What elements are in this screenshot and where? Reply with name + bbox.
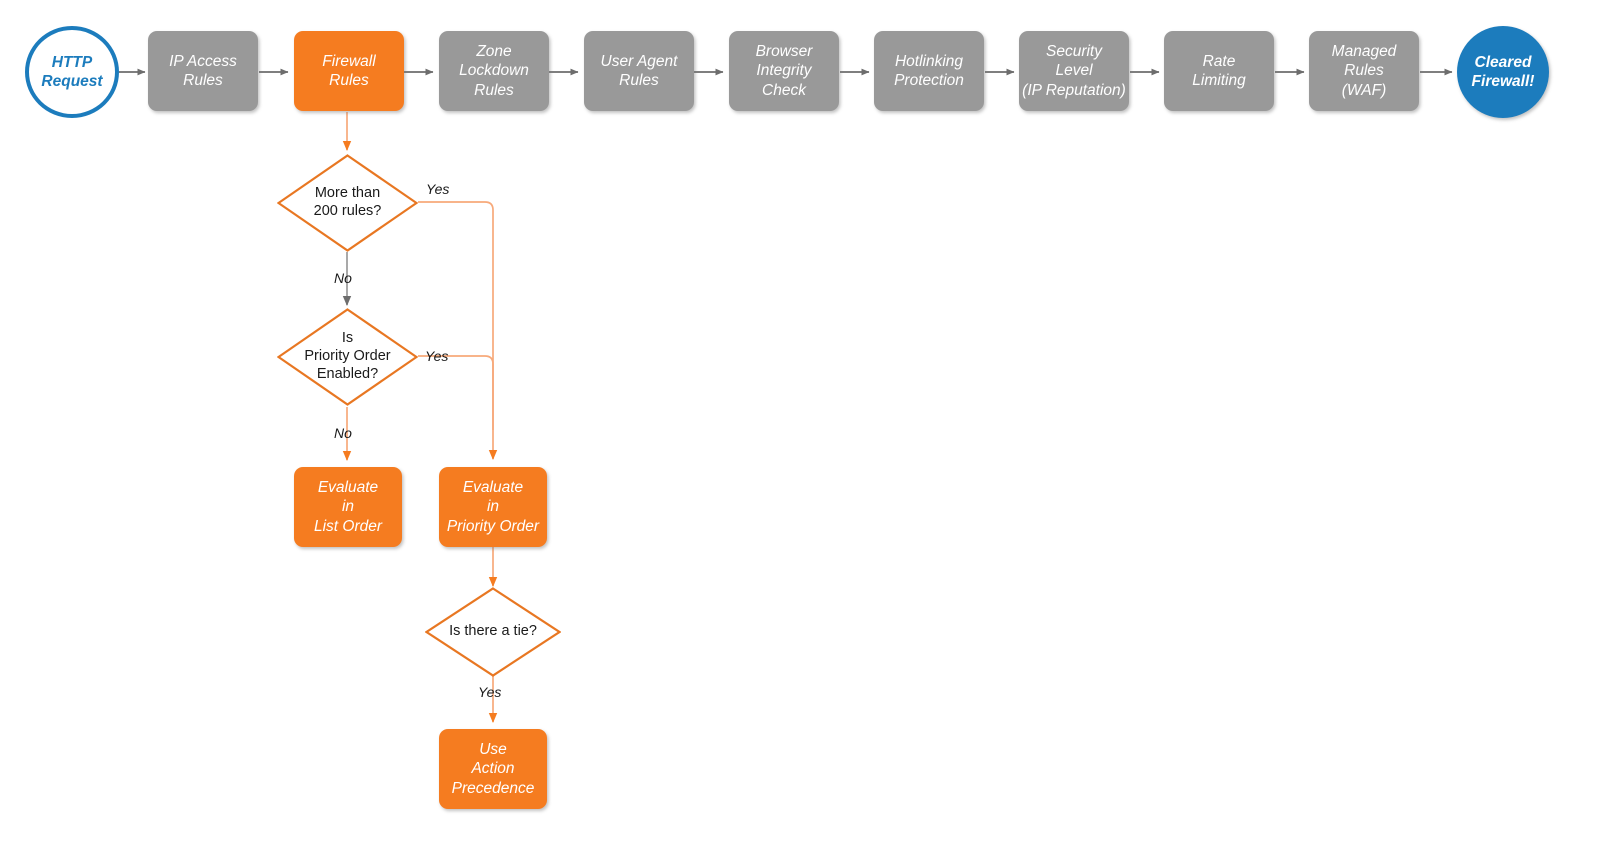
node-label: Rate Limiting: [1192, 52, 1246, 89]
node-zone-lockdown-rules[interactable]: Zone Lockdown Rules: [439, 31, 549, 111]
node-label: HTTP Request: [41, 53, 103, 90]
node-user-agent-rules[interactable]: User Agent Rules: [584, 31, 694, 111]
decision-label: More than 200 rules?: [313, 185, 382, 219]
node-cleared-firewall[interactable]: Cleared Firewall!: [1457, 26, 1549, 118]
node-label: Managed Rules (WAF): [1331, 43, 1397, 99]
node-label: Cleared Firewall!: [1471, 53, 1535, 90]
edge-label-no-rules-count: No: [334, 270, 352, 286]
decision-more-than-200-rules[interactable]: More than 200 rules?: [277, 154, 418, 252]
node-managed-rules-waf[interactable]: Managed Rules (WAF): [1309, 31, 1419, 111]
node-label: User Agent Rules: [600, 52, 678, 89]
diamond-shape: [425, 587, 561, 677]
node-security-level[interactable]: Security Level (IP Reputation): [1019, 31, 1129, 111]
node-use-action-precedence[interactable]: Use Action Precedence: [439, 729, 547, 809]
node-label: Browser Integrity Check: [755, 43, 813, 99]
node-label: IP Access Rules: [169, 52, 237, 89]
edge-label-yes-priority-enabled: Yes: [425, 348, 449, 364]
node-browser-integrity-check[interactable]: Browser Integrity Check: [729, 31, 839, 111]
node-evaluate-in-list-order[interactable]: Evaluate in List Order: [294, 467, 402, 547]
node-evaluate-in-priority-order[interactable]: Evaluate in Priority Order: [439, 467, 547, 547]
node-http-request[interactable]: HTTP Request: [25, 26, 119, 118]
decision-label: Is there a tie?: [449, 623, 537, 640]
diamond-shape: [277, 308, 418, 406]
node-rate-limiting[interactable]: Rate Limiting: [1164, 31, 1274, 111]
node-label: Zone Lockdown Rules: [459, 43, 529, 99]
decision-is-priority-order-enabled[interactable]: Is Priority Order Enabled?: [277, 308, 418, 406]
node-label: Evaluate in Priority Order: [446, 479, 540, 535]
node-ip-access-rules[interactable]: IP Access Rules: [148, 31, 258, 111]
edge-label-no-priority-enabled: No: [334, 425, 352, 441]
edge-rulecount-yes: [418, 201, 498, 460]
edge-priority-yes: [418, 355, 494, 430]
decision-label: Is Priority Order Enabled?: [304, 330, 391, 382]
node-label: Firewall Rules: [322, 52, 376, 89]
node-label: Hotlinking Protection: [894, 52, 964, 89]
node-label: Security Level (IP Reputation): [1022, 43, 1126, 99]
decision-is-there-a-tie[interactable]: Is there a tie?: [425, 587, 561, 677]
node-hotlinking-protection[interactable]: Hotlinking Protection: [874, 31, 984, 111]
diamond-shape: [277, 154, 418, 252]
node-label: Use Action Precedence: [451, 741, 535, 797]
node-label: Evaluate in List Order: [313, 479, 383, 535]
edge-label-yes-tie: Yes: [478, 684, 502, 700]
node-firewall-rules[interactable]: Firewall Rules: [294, 31, 404, 111]
edge-label-yes-rules-count: Yes: [426, 181, 450, 197]
